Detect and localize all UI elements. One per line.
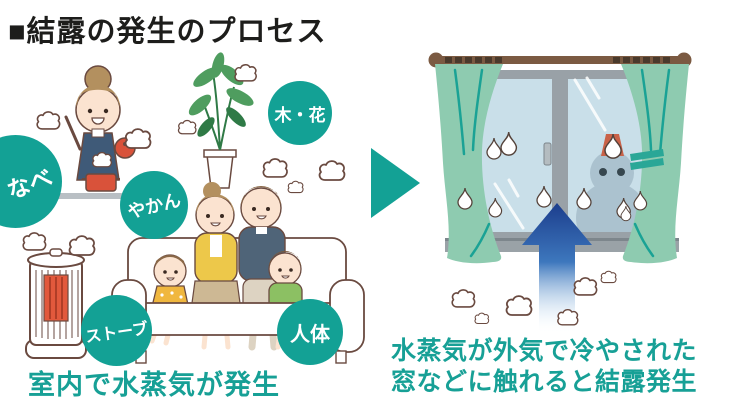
arrow-up-icon (522, 203, 592, 334)
label-bubble-ki-hana: 木・花 (268, 81, 332, 145)
curtain-left (435, 64, 503, 264)
window-scene-illustration (428, 52, 692, 334)
glass-reflections (493, 76, 607, 230)
page-title: ■結露の発生のプロセス (8, 16, 327, 48)
woman-cooking-illustration (64, 65, 136, 192)
curtain-tieback (630, 149, 664, 161)
pot-icon (85, 173, 117, 192)
curtain-right (621, 64, 689, 264)
label-bubble-jintai: 人体 (277, 299, 343, 365)
mother-figure (188, 182, 244, 350)
right-caption: 水蒸気が外気で冷やされた 窓などに触れると結露発生 (391, 336, 697, 398)
right-caption-line-1: 水蒸気が外気で冷やされた (391, 337, 698, 365)
steam-puff-icons-right (451, 270, 617, 326)
left-caption: 室内で水蒸気が発生 (28, 370, 280, 400)
houseplant-illustration (188, 52, 254, 189)
label-jintai-text: 人体 (290, 323, 330, 346)
right-caption-line-2: 窓などに触れると結露発生 (391, 368, 698, 396)
window-mullion (552, 70, 568, 240)
label-yakan-text: やかん (125, 189, 183, 223)
window-handle (543, 142, 552, 166)
label-bubble-stove: ストーブ (81, 295, 152, 366)
label-ki-hana-text: 木・花 (274, 105, 326, 125)
heater-illustration (25, 248, 87, 359)
arrow-right-icon (371, 148, 420, 218)
label-bubble-yakan: やかん (120, 171, 188, 239)
label-stove-text: ストーブ (84, 320, 150, 346)
label-nabe-text: なべ (3, 163, 56, 204)
ladle-icon (64, 115, 82, 151)
curtain-rod (428, 52, 692, 68)
